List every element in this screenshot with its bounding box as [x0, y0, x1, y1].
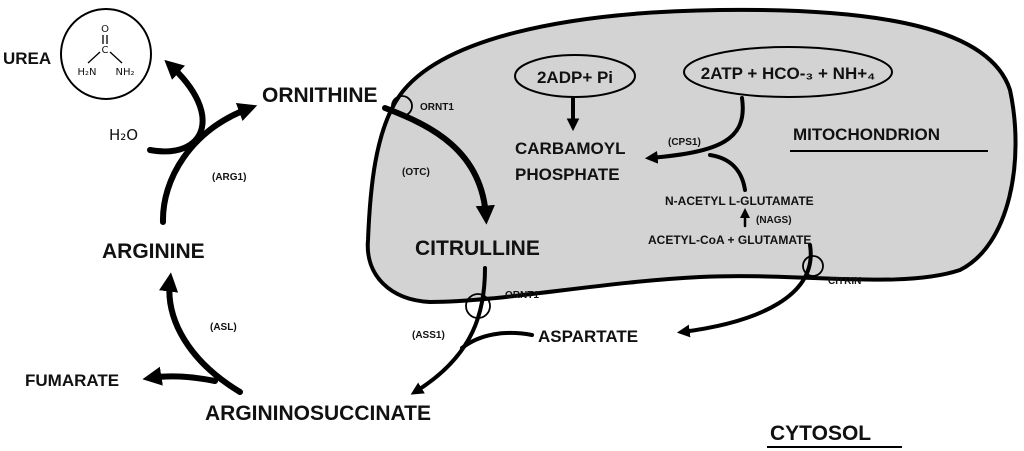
carbamoyl-label-line2: PHOSPHATE — [515, 165, 620, 184]
citrin-label: CITRIN — [828, 276, 861, 287]
nags-label: (NAGS) — [756, 215, 792, 226]
acetyl-label: ACETYL-CoA + GLUTAMATE — [648, 233, 811, 247]
cps1-label: (CPS1) — [668, 137, 701, 148]
ornt1-bottom-transporter — [465, 293, 491, 319]
arrow-citrin-to-aspartate — [676, 243, 813, 338]
arrow-to-fumarate — [142, 366, 218, 386]
arrow-atp-to-carbamoyl — [644, 96, 745, 164]
arrow-citrulline-to-argininosuccinate — [410, 266, 487, 395]
otc-label: (OTC) — [402, 167, 430, 178]
nag-label: N-ACETYL L-GLUTAMATE — [665, 194, 814, 208]
aspartate-label: ASPARTATE — [538, 327, 638, 346]
arrow-nag-to-cps1 — [708, 153, 747, 192]
citrin-transporter — [802, 255, 824, 277]
arg1-label: (ARG1) — [212, 172, 246, 183]
urea-amine-right: NH₂ — [115, 67, 134, 78]
ornt1-bottom-label: ORNT1 — [505, 290, 539, 301]
ass1-label: (ASS1) — [412, 330, 445, 341]
ornt1-top-label: ORNT1 — [420, 102, 454, 113]
urea-carbon: C — [102, 45, 109, 56]
arrow-arginine-to-ornithine — [159, 102, 258, 225]
adp-label: 2ADP+ Pi — [537, 68, 613, 87]
ornt1-top-transporter — [391, 95, 413, 117]
cytosol-label: CYTOSOL — [770, 422, 871, 445]
carbamoyl-label-line1: CARBAMOYL — [515, 139, 626, 158]
urea-label: UREA — [3, 49, 51, 68]
arrow-ornithine-to-citrulline — [382, 105, 495, 225]
atp-ellipse — [683, 46, 893, 98]
argininosuccinate-label: ARGININOSUCCINATE — [205, 402, 431, 425]
arrow-water-to-urea — [147, 59, 206, 155]
atp-label: 2ATP + HCO-₃ + NH+₄ — [701, 64, 876, 83]
mitochondrion-label: MITOCHONDRION — [793, 125, 940, 144]
asl-label: (ASL) — [210, 322, 237, 333]
water-label: H₂O — [109, 126, 138, 144]
adp-ellipse — [514, 54, 636, 98]
mitochondrion-membrane — [365, 7, 1018, 305]
ornithine-label: ORNITHINE — [262, 84, 378, 107]
fumarate-label: FUMARATE — [25, 371, 119, 390]
arginine-label: ARGININE — [102, 240, 205, 263]
urea-amine-left: H₂N — [77, 67, 96, 78]
arrow-argininosuccinate-to-arginine — [159, 272, 243, 395]
urea-oxygen: O — [101, 24, 109, 35]
citrulline-label: CITRULLINE — [415, 237, 540, 260]
arrow-aspartate-join — [460, 331, 534, 350]
urea-structure: O C H₂N NH₂ — [60, 8, 152, 100]
